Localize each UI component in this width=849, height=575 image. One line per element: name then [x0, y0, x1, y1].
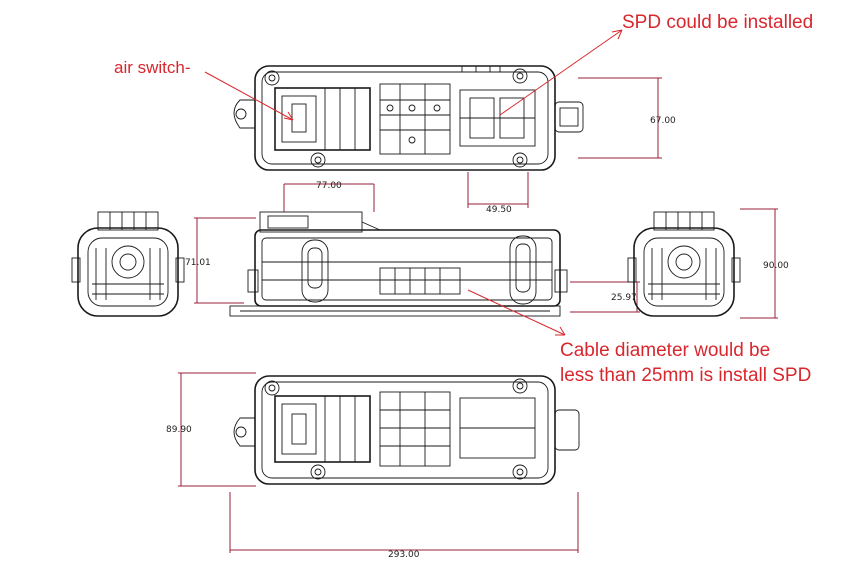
dim-text-top-height: 67.00: [650, 116, 676, 126]
top-view: [233, 65, 584, 171]
dimension-top-height: [578, 77, 662, 159]
cable-callout-label-line1: Cable diameter would be: [560, 340, 771, 361]
dimension-top-spd-width: [467, 172, 529, 208]
right-end-view: [627, 211, 741, 317]
dim-text-bottom-height: 89.90: [166, 425, 192, 435]
dim-text-side-width: 77.00: [316, 181, 342, 191]
dim-text-side-height: 71.01: [185, 258, 211, 268]
dim-text-bottom-length: 293.00: [388, 550, 420, 560]
side-view: [229, 211, 568, 317]
dimension-side-width: [283, 183, 375, 212]
dim-text-top-spd-width: 49.50: [486, 205, 512, 215]
spd-callout-label: SPD could be installed: [622, 12, 814, 33]
dim-text-side-cable: 25.97: [611, 293, 637, 303]
callout-arrows: [204, 29, 623, 336]
dimension-bottom-length: [229, 492, 579, 553]
dimension-side-height: [194, 217, 256, 304]
dimension-end-height: [740, 208, 778, 319]
bottom-view: [233, 375, 580, 485]
dimension-bottom-height: [178, 372, 256, 487]
dim-text-end-height: 90.00: [763, 261, 789, 271]
air-switch-callout-label: air switch-: [114, 58, 191, 77]
left-end-view: [71, 211, 185, 317]
cable-callout-label-line2: less than 25mm is install SPD: [560, 365, 812, 386]
